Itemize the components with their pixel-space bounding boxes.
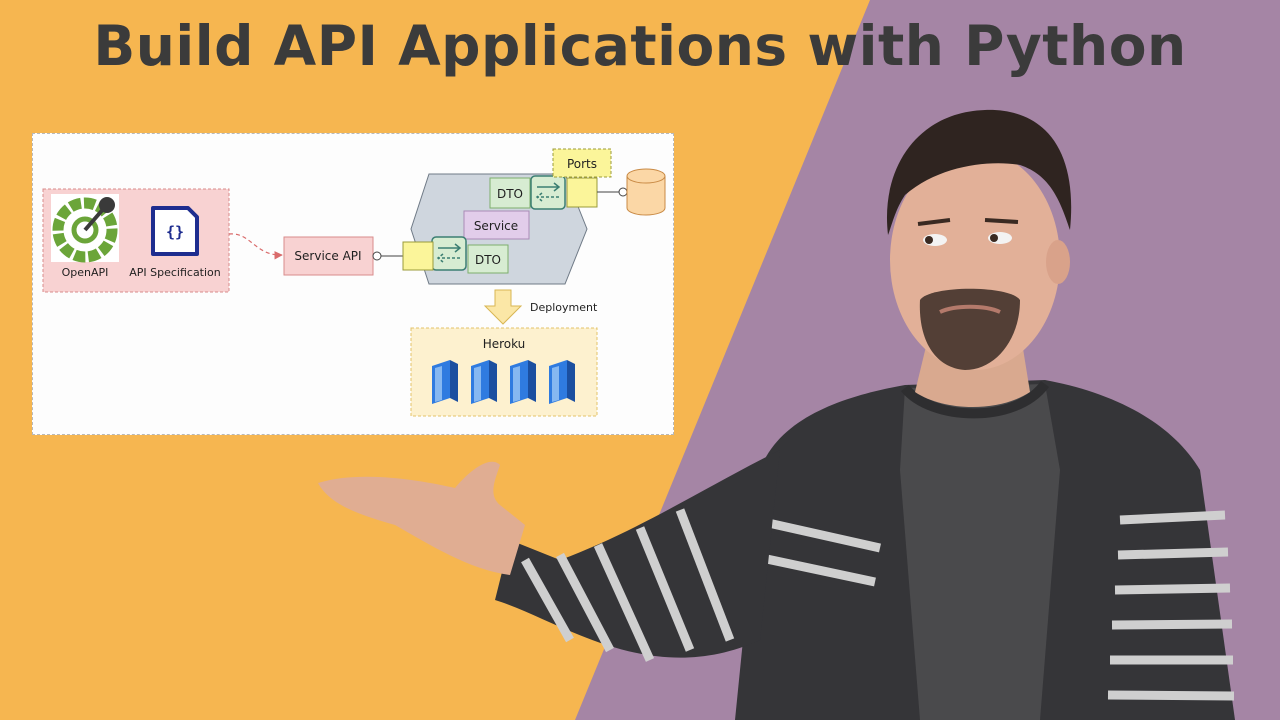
presenter-hand	[318, 461, 525, 575]
diagram-canvas: OpenAPI {} API Specification Service API…	[42, 148, 666, 417]
svg-text:{}: {}	[166, 223, 184, 241]
server-icon	[549, 360, 575, 404]
heroku-label: Heroku	[483, 337, 526, 351]
presenter-hair	[886, 109, 1072, 235]
servers	[432, 360, 575, 404]
swap-arrows-top-icon	[535, 182, 561, 202]
ports-label-box	[552, 148, 612, 178]
spec-to-service-arrow	[228, 233, 283, 260]
architecture-diagram: OpenAPI {} API Specification Service API…	[32, 133, 674, 435]
cardigan-stripes	[747, 510, 1235, 701]
video-title: Build API Applications with Python	[93, 14, 1187, 78]
deployment-label: Deployment	[530, 301, 598, 314]
outbound-port	[566, 177, 598, 208]
api-specification-label: API Specification	[129, 266, 221, 279]
dto-bottom-label: DTO	[475, 253, 501, 267]
service-box	[463, 210, 530, 240]
ports-label: Ports	[567, 157, 597, 171]
service-label: Service	[474, 219, 518, 233]
deployment-arrow-icon	[483, 289, 523, 325]
api-specification-icon: {}	[151, 206, 199, 256]
service-api-box	[283, 236, 374, 276]
dto-top-label: DTO	[497, 187, 523, 201]
swap-arrows-bottom-icon	[436, 243, 462, 263]
server-icon	[432, 360, 458, 404]
service-api-socket	[372, 251, 382, 261]
presenter-tshirt	[900, 384, 1060, 720]
presenter-left-sleeve	[495, 450, 780, 658]
dto-top-box	[489, 177, 531, 209]
server-icon	[471, 360, 497, 404]
server-icon	[510, 360, 536, 404]
dto-bottom-box	[467, 244, 509, 274]
database-icon	[626, 168, 666, 216]
service-api-label: Service API	[294, 249, 361, 263]
openapi-logo-icon	[51, 194, 119, 263]
inbound-port	[402, 241, 434, 271]
openapi-label: OpenAPI	[62, 266, 109, 279]
